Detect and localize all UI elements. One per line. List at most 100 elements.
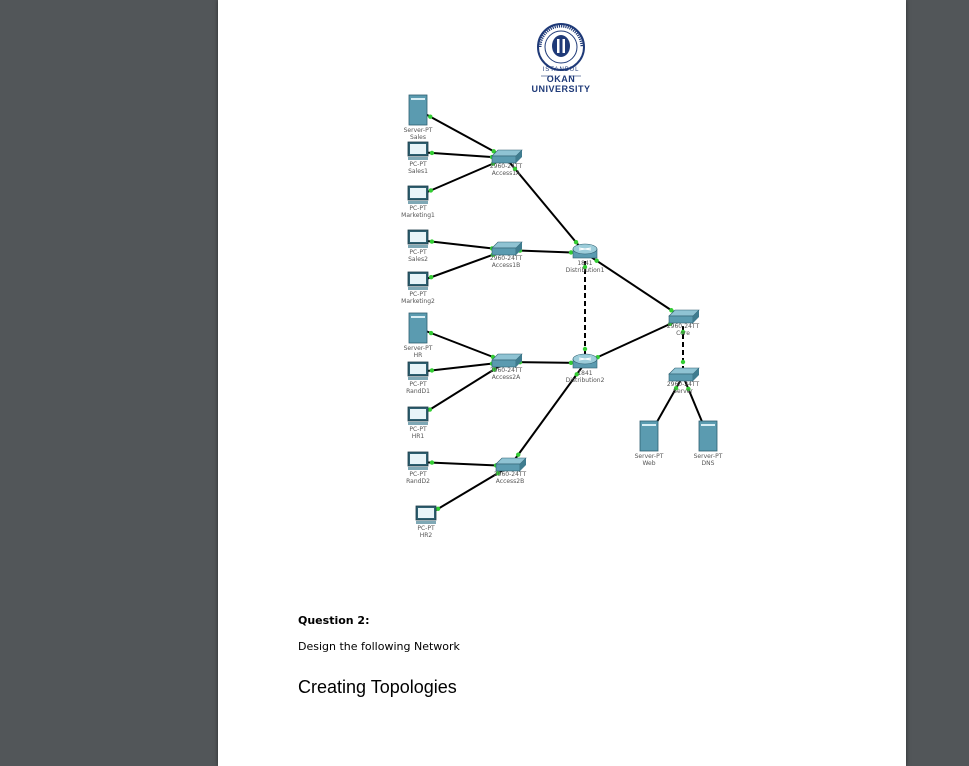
node-name-label: Access1A — [492, 170, 521, 177]
node-type-label: 2960-24TT — [667, 323, 700, 330]
node-name-label: Distribution1 — [566, 267, 605, 274]
link-pc-hr1-sw-access2a — [417, 361, 507, 418]
port-indicator — [568, 360, 574, 366]
node-name-label: RandD1 — [406, 388, 430, 395]
port-indicator — [435, 506, 441, 512]
section-heading: Creating Topologies — [298, 677, 457, 697]
switch-icon — [668, 367, 700, 382]
link-sw-access2b-rt-distribution2 — [509, 362, 586, 467]
port-indicator — [429, 150, 435, 156]
node-name-label: Sales — [410, 134, 426, 141]
node-name-label: Access2A — [492, 374, 521, 381]
port-indicator — [429, 460, 435, 465]
node-name-label: Sales2 — [408, 256, 428, 263]
switch-icon — [491, 149, 523, 164]
nodes-layer: Server-PTSalesPC-PTSales1PC-PTMarketing1… — [401, 94, 723, 539]
port-indicator — [428, 188, 434, 193]
port-indicator — [680, 329, 686, 335]
question-title: Question 2: — [298, 614, 370, 627]
pc-icon — [407, 271, 429, 290]
port-indicator — [429, 239, 435, 244]
server-icon — [408, 94, 428, 126]
pc-icon — [407, 451, 429, 470]
port-indicator — [568, 250, 574, 255]
port-indicator — [429, 368, 435, 373]
node-type-label: PC-PT — [409, 291, 427, 298]
node-name-label: Marketing2 — [401, 298, 435, 305]
node-name-label: Server — [673, 388, 693, 395]
router-icon — [572, 353, 598, 369]
node-type-label: PC-PT — [409, 426, 427, 433]
node-name-label: RandD2 — [406, 478, 430, 485]
port-indicator — [428, 275, 434, 280]
node-type-label: Server-PT — [404, 345, 433, 352]
switch-icon — [491, 353, 523, 368]
port-indicator — [594, 258, 599, 263]
pc-icon — [407, 185, 429, 204]
switch-icon — [495, 457, 527, 472]
node-type-label: PC-PT — [409, 471, 427, 478]
server-icon — [408, 312, 428, 344]
port-indicator — [574, 372, 579, 377]
logo-wordmark: ISTANBUL OKAN UNIVERSITY — [518, 67, 604, 94]
link-rt-distribution1-rt-distribution2 — [582, 253, 588, 363]
node-type-label: 1841 — [577, 260, 592, 267]
node-name-label: Core — [676, 330, 690, 337]
logo-city: ISTANBUL — [542, 67, 580, 73]
pc-icon — [407, 406, 429, 425]
node-type-label: 2960-24TT — [490, 255, 523, 262]
server-icon — [698, 420, 718, 452]
port-indicator — [516, 452, 521, 457]
node-type-label: 2960-24TT — [490, 367, 523, 374]
pc-icon — [407, 141, 429, 160]
port-indicator — [512, 166, 518, 171]
node-type-label: PC-PT — [409, 161, 427, 168]
node-type-label: Server-PT — [635, 453, 664, 460]
node-name-label: HR2 — [420, 532, 433, 539]
network-topology-diagram: Server-PTSalesPC-PTSales1PC-PTMarketing1… — [401, 94, 723, 539]
node-type-label: PC-PT — [409, 205, 427, 212]
port-indicator — [673, 385, 679, 391]
node-name-label: Web — [642, 460, 655, 467]
server-icon — [639, 420, 659, 452]
port-indicator — [680, 359, 686, 365]
port-indicator — [573, 240, 579, 245]
question-body: Design the following Network — [298, 640, 460, 653]
port-indicator — [582, 264, 588, 270]
node-type-label: Server-PT — [694, 453, 723, 460]
node-type-label: 1841 — [577, 370, 592, 377]
node-name-label: HR1 — [412, 433, 425, 440]
node-type-label: 2960-24TT — [490, 163, 523, 170]
node-type-label: Server-PT — [404, 127, 433, 134]
port-indicator — [491, 149, 496, 154]
link-rt-distribution1-sw-core — [584, 252, 684, 319]
node-type-label: PC-PT — [409, 249, 427, 256]
port-indicator — [686, 386, 691, 392]
node-name-label: HR — [414, 352, 423, 359]
node-name-label: Distribution2 — [566, 377, 605, 384]
logo-university-name: OKAN UNIVERSITY — [531, 74, 591, 94]
port-indicator — [427, 407, 433, 412]
node-type-label: PC-PT — [409, 381, 427, 388]
link-sw-access1a-rt-distribution1 — [505, 157, 586, 254]
